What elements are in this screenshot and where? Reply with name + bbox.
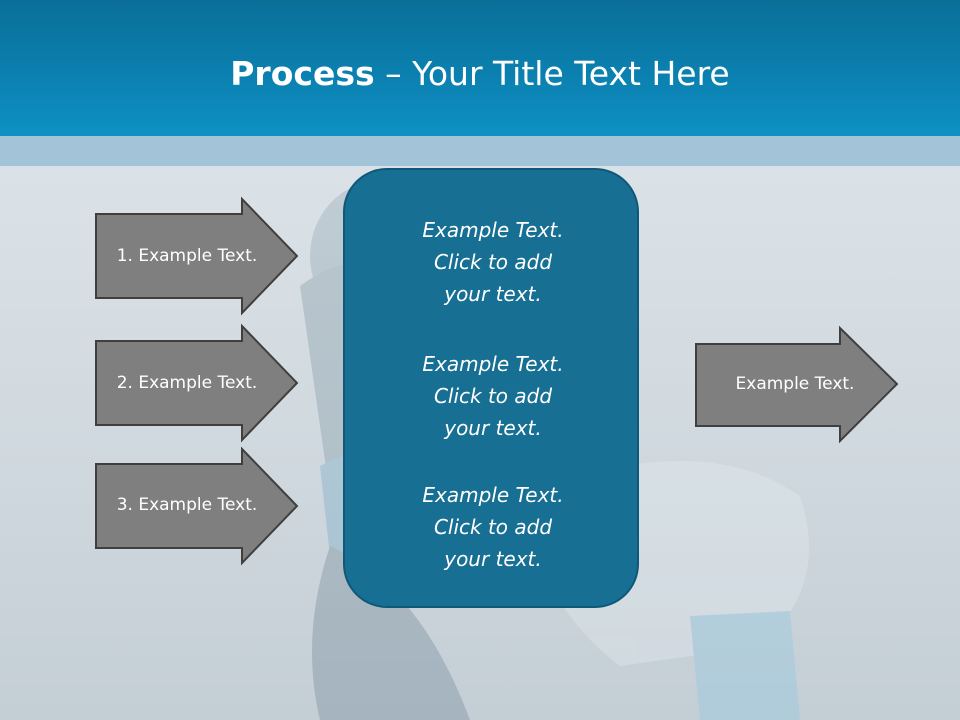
header-band — [0, 136, 960, 166]
arrow-1-shape[interactable] — [95, 196, 299, 316]
arrow-2-shape[interactable] — [95, 323, 299, 443]
center-panel[interactable]: Example Text. Click to add your text. Ex… — [343, 168, 639, 608]
arrow-3-shape[interactable] — [95, 446, 299, 566]
arrow-3-label: 3. Example Text. — [116, 495, 258, 515]
panel-block-2-line-3: your text. — [444, 416, 542, 440]
panel-block-1-line-1: Example Text. — [422, 218, 564, 242]
arrow-2-label: 2. Example Text. — [116, 373, 258, 393]
arrow-1-label: 1. Example Text. — [116, 246, 258, 266]
panel-block-2[interactable]: Example Text. Click to add your text. — [345, 348, 641, 444]
panel-block-3-line-3: your text. — [444, 547, 542, 571]
title-bar — [0, 0, 960, 136]
slide-title-bold: Process — [230, 54, 375, 93]
panel-block-1[interactable]: Example Text. Click to add your text. — [345, 214, 641, 310]
panel-block-1-line-3: your text. — [444, 282, 542, 306]
slide-title[interactable]: Process – Your Title Text Here — [0, 52, 960, 96]
panel-block-3-line-2: Click to add — [433, 515, 553, 539]
slide-title-rest: – Your Title Text Here — [374, 54, 730, 93]
panel-block-3[interactable]: Example Text. Click to add your text. — [345, 479, 641, 575]
panel-block-2-line-1: Example Text. — [422, 352, 564, 376]
right-arrow-shape[interactable] — [695, 325, 899, 444]
panel-block-1-line-2: Click to add — [433, 250, 553, 274]
right-arrow-label: Example Text. — [735, 374, 855, 394]
panel-block-3-line-1: Example Text. — [422, 483, 564, 507]
panel-block-2-line-2: Click to add — [433, 384, 553, 408]
